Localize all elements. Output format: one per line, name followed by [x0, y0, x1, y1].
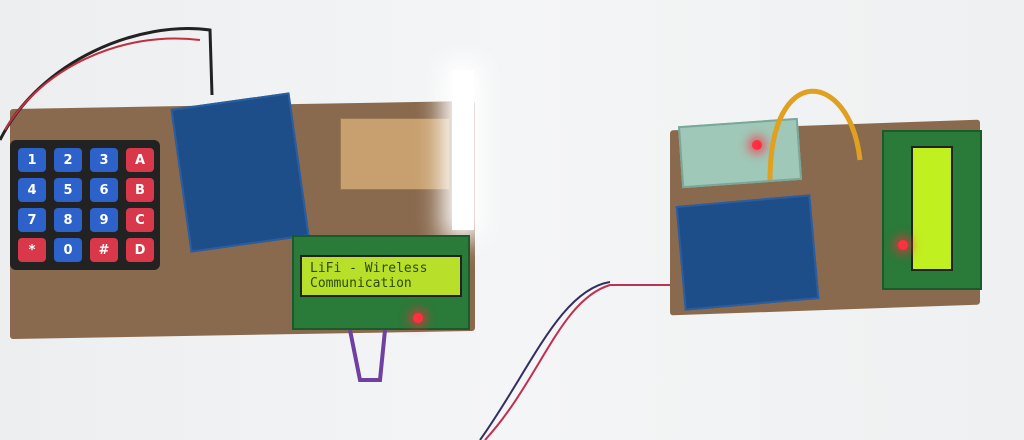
keypad-key: 2: [54, 148, 82, 172]
lcd-receiver: [882, 130, 982, 290]
keypad-key: C: [126, 208, 154, 232]
perfboard: [340, 118, 450, 190]
keypad-key: 8: [54, 208, 82, 232]
keypad-key: B: [126, 178, 154, 202]
keypad-key: 5: [54, 178, 82, 202]
keypad-key: 1: [18, 148, 46, 172]
keypad-key: A: [126, 148, 154, 172]
keypad-key: 4: [18, 178, 46, 202]
keypad-key: 9: [90, 208, 118, 232]
keypad-key: D: [126, 238, 154, 262]
lcd-transmitter: LiFi - Wireless Communication: [292, 235, 470, 330]
red-led-sensor: [752, 140, 762, 150]
keypad-key: 3: [90, 148, 118, 172]
red-led-receiver: [898, 240, 908, 250]
lcd-line-2: Communication: [310, 276, 412, 291]
lcd-screen: LiFi - Wireless Communication: [300, 255, 462, 297]
lcd-line-1: LiFi - Wireless: [310, 261, 428, 276]
keypad-key: 0: [54, 238, 82, 262]
red-led: [413, 313, 423, 323]
led-light-source: [452, 70, 474, 230]
keypad-key: 7: [18, 208, 46, 232]
keypad-key: 6: [90, 178, 118, 202]
keypad-key: *: [18, 238, 46, 262]
lcd-screen-receiver: [911, 146, 953, 271]
keypad-key: #: [90, 238, 118, 262]
